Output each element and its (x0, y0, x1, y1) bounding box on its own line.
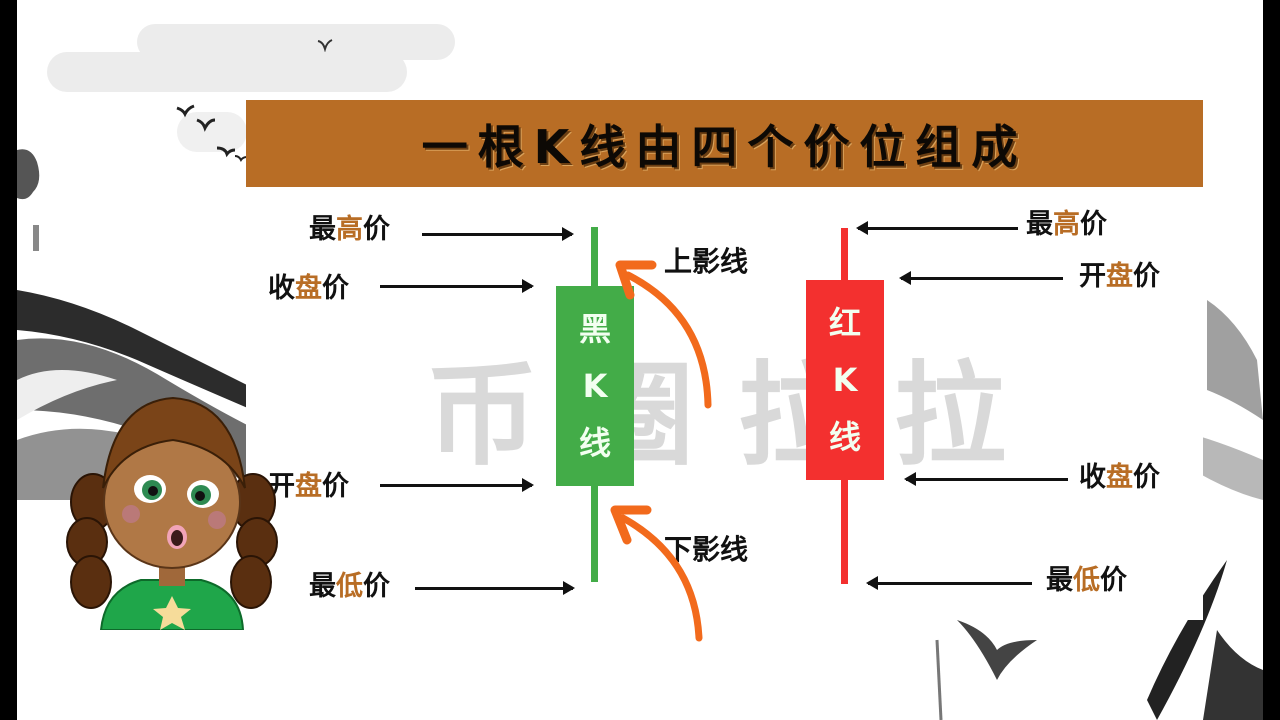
label-left-close: 收盘价 (268, 273, 349, 304)
kline-diagram: 一根K线由四个价位组成 币圈拉拉 黑 K 线 最高价 收盘价 开盘价 最低价 上… (246, 100, 1203, 642)
arrow-right-icon (422, 227, 574, 241)
diagram-title: 一根K线由四个价位组成 (421, 119, 1028, 174)
red-candle-body: 红 K 线 (806, 280, 884, 480)
lower-shadow-pointer-icon (610, 505, 703, 642)
upper-shadow-pointer-icon (615, 260, 712, 409)
arrow-right-icon (380, 279, 534, 293)
upper-shadow-label: 上影线 (664, 245, 749, 278)
slide-frame: 一根K线由四个价位组成 币圈拉拉 黑 K 线 最高价 收盘价 开盘价 最低价 上… (17, 0, 1263, 720)
green-candle-char: 黑 (578, 309, 611, 348)
star-icon (153, 596, 191, 630)
red-candle-char: 红 (828, 303, 861, 342)
arrow-right-icon (380, 478, 534, 492)
lower-shadow-label: 下影线 (664, 533, 749, 566)
green-candle-body: 黑 K 线 (556, 286, 634, 486)
label-right-open: 开盘价 (1079, 261, 1160, 292)
arrow-right-icon (415, 581, 575, 595)
label-left-low: 最低价 (309, 571, 390, 602)
label-right-low: 最低价 (1046, 565, 1127, 596)
label-right-close: 收盘价 (1079, 462, 1160, 493)
background-cloud (177, 112, 247, 152)
label-left-open: 开盘价 (268, 471, 349, 502)
arrow-left-icon (866, 576, 1032, 590)
birds-decoration (176, 104, 248, 162)
watermark: 币圈拉拉 (426, 351, 1050, 481)
red-candle-char: 线 (828, 418, 861, 457)
label-left-high: 最高价 (309, 214, 390, 245)
green-candle-char: 线 (578, 424, 611, 463)
arrow-left-icon (899, 271, 1063, 285)
bird-icon (317, 39, 333, 52)
green-candle-char: K (582, 366, 608, 405)
arrow-left-icon (904, 472, 1068, 486)
background-cloud (47, 52, 407, 92)
label-right-high: 最高价 (1026, 209, 1107, 240)
red-candle-char: K (832, 360, 858, 399)
arrow-left-icon (856, 221, 1018, 235)
title-bar: 一根K线由四个价位组成 (246, 100, 1203, 187)
cartoon-girl-avatar (66, 396, 278, 630)
